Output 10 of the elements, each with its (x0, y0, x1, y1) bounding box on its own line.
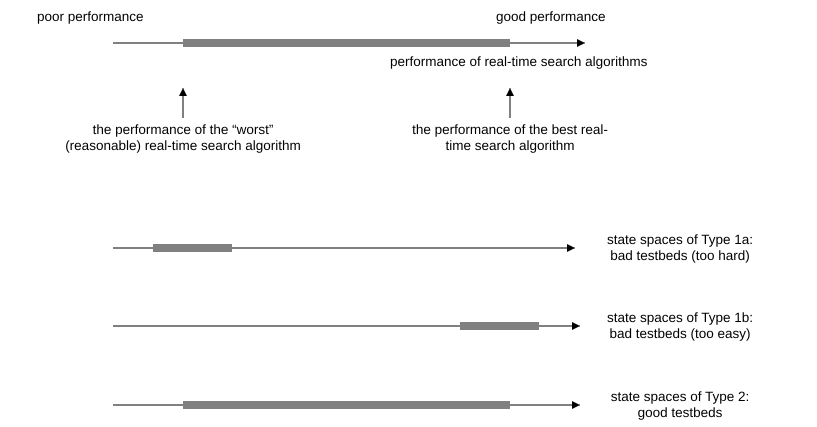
row-label: state spaces of Type 1a: bad testbeds (too hard) (606, 232, 754, 264)
axis-label: performance of real-time search algorithms (390, 54, 648, 70)
leader-arrow (179, 88, 187, 118)
annotation-text: the performance of the “worst” (reasonable) real-time search algorithm (58, 122, 308, 154)
axis-label: poor performance (37, 9, 145, 25)
row-label: state spaces of Type 1b: bad testbeds (too easy) (606, 310, 754, 342)
annotation-text: the performance of the best real-time search algorithm (410, 122, 610, 154)
row-label: state spaces of Type 2: good testbeds (610, 389, 750, 421)
leader-arrow (506, 88, 514, 118)
axis-label: good performance (496, 9, 607, 25)
